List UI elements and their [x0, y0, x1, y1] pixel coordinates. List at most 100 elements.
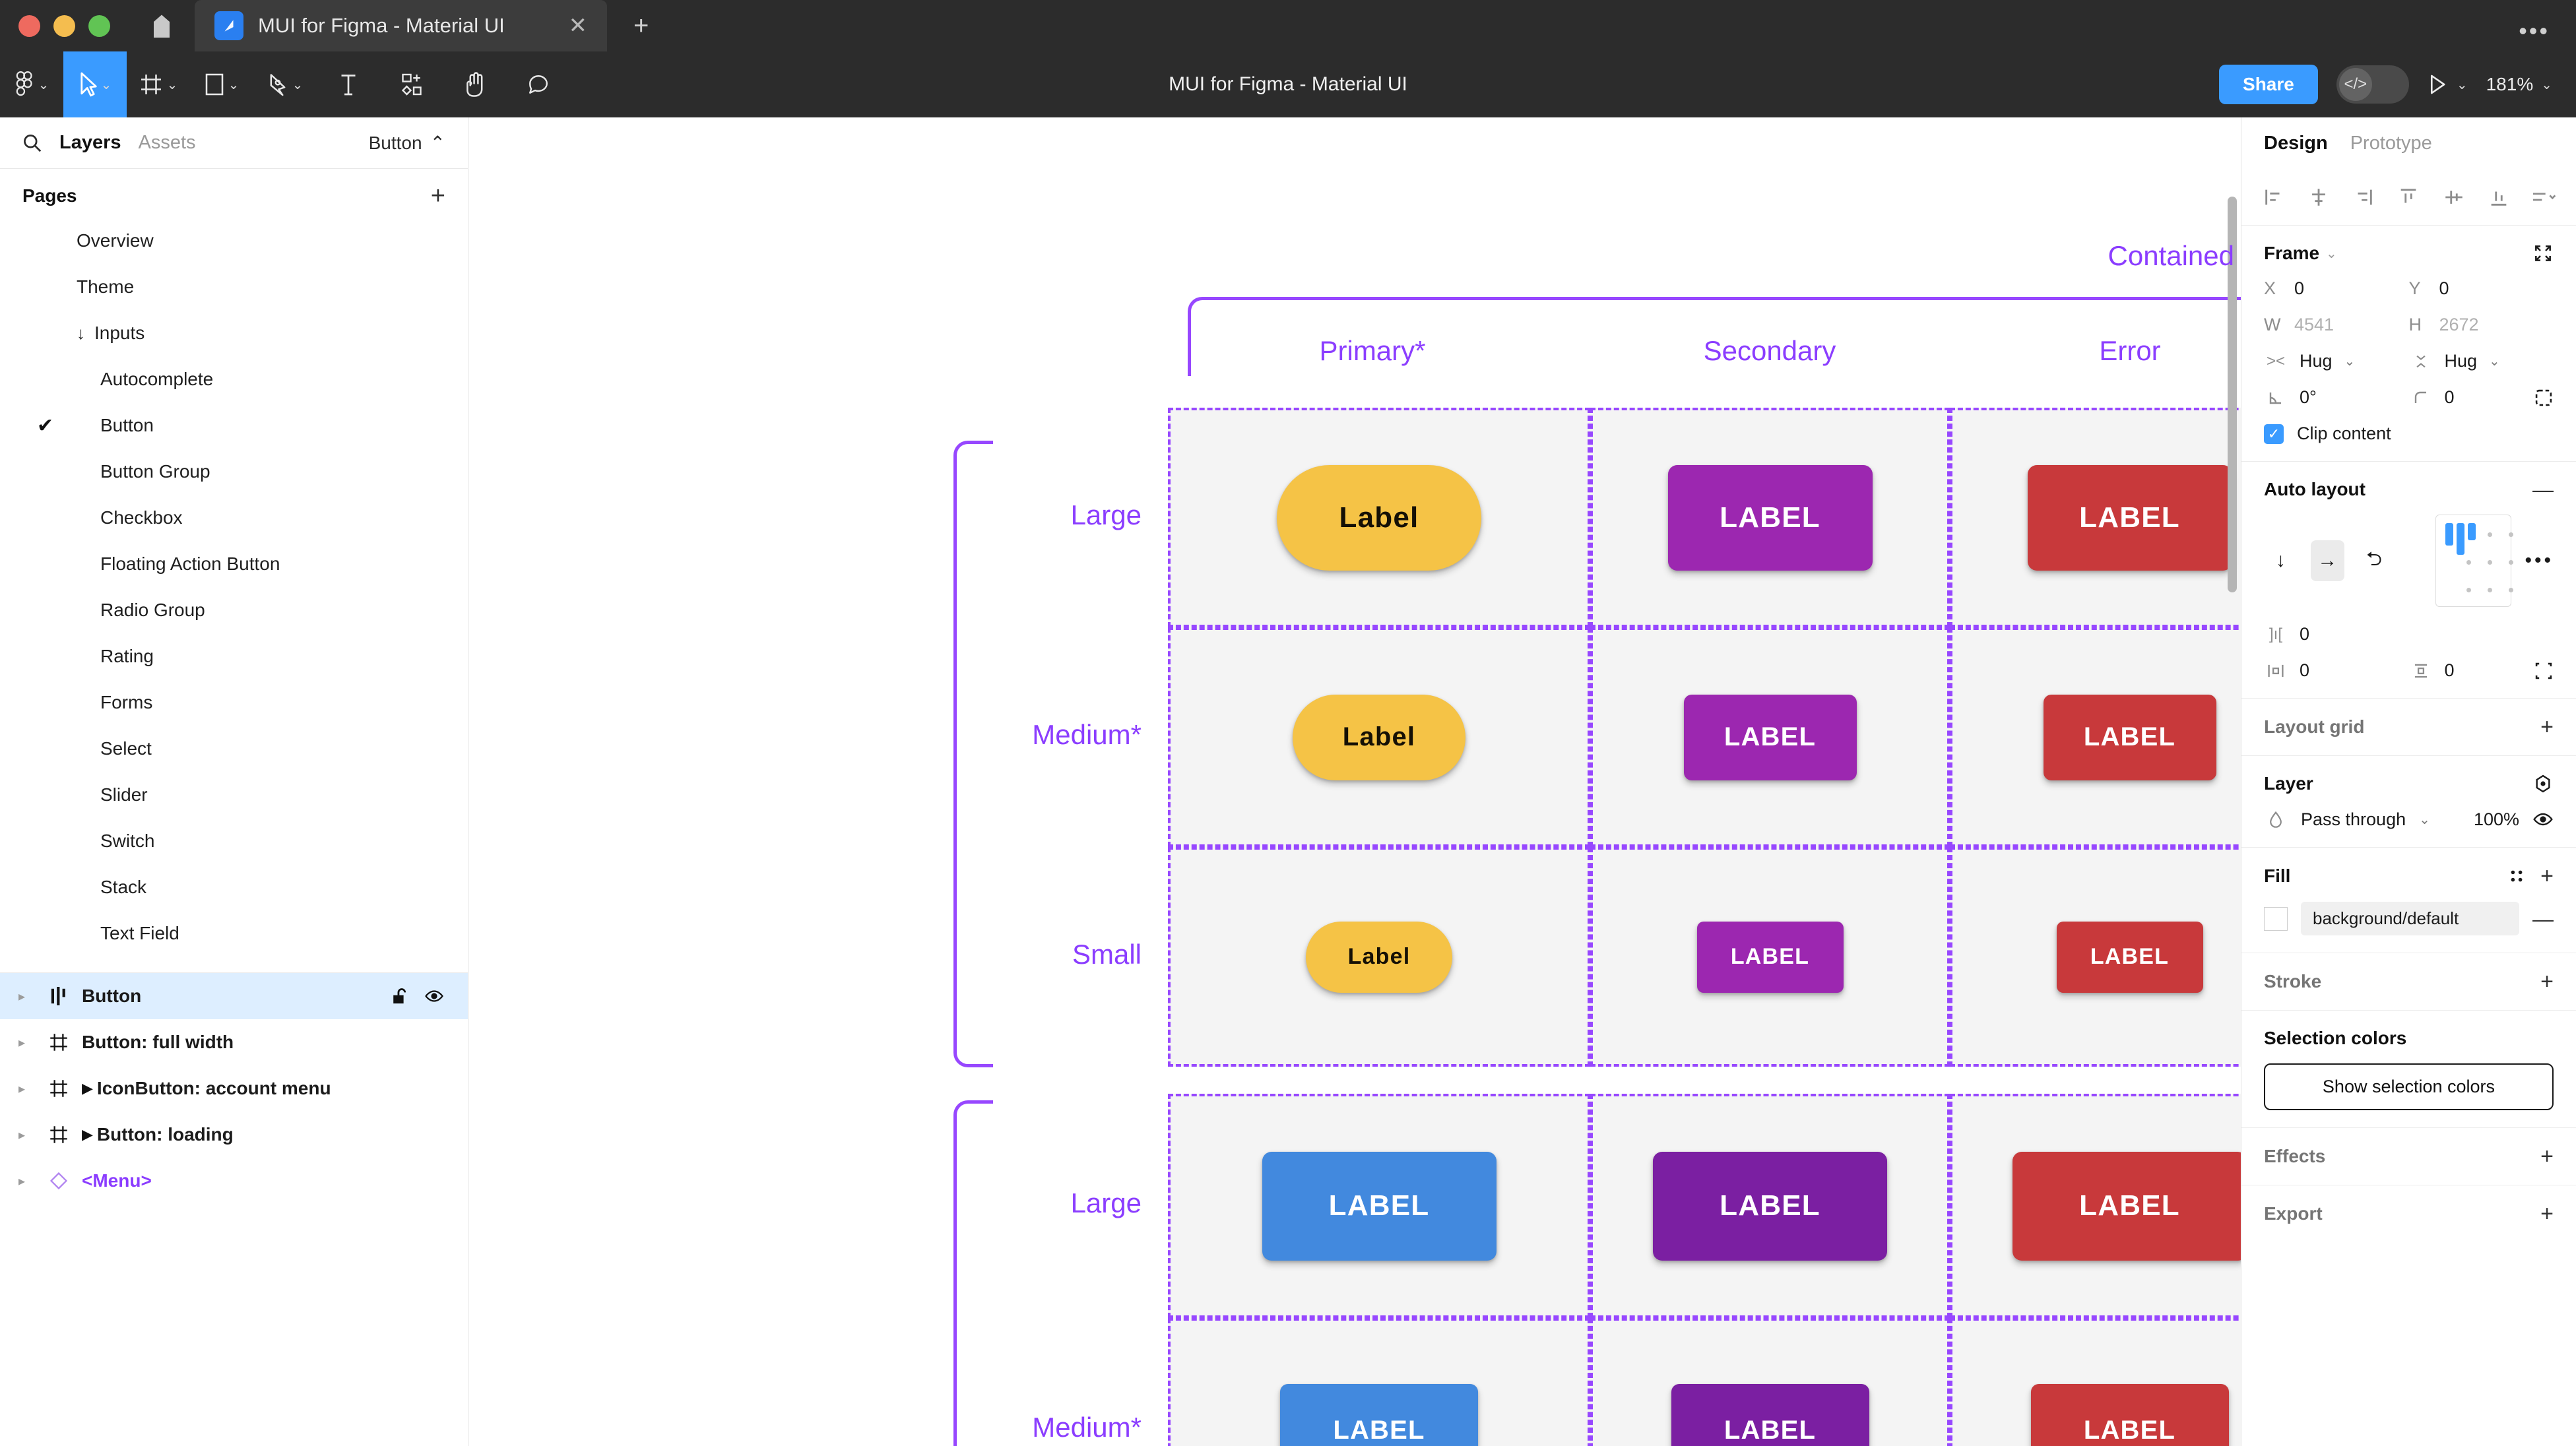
clip-content-row[interactable]: ✓ Clip content [2264, 424, 2554, 444]
y-field[interactable]: Y 0 [2409, 278, 2554, 299]
page-item-overview[interactable]: Overview [0, 218, 468, 264]
page-item-rating[interactable]: Rating [0, 633, 468, 679]
expand-layer-icon[interactable]: ▸ [18, 1081, 26, 1096]
home-button[interactable] [129, 0, 195, 51]
page-item-button-group[interactable]: Button Group [0, 449, 468, 495]
direction-wrap-button[interactable]: ⮌ [2366, 548, 2382, 570]
design-canvas[interactable]: Contained Primary*SecondaryErrorWarning … [468, 117, 2241, 1446]
padding-vertical-field[interactable]: 0 [2409, 660, 2554, 681]
mui-button[interactable]: LABEL [1671, 1384, 1869, 1446]
tab-design[interactable]: Design [2264, 132, 2328, 154]
opacity-value[interactable]: 100% [2473, 809, 2519, 829]
figma-menu-icon[interactable]: ⌄ [0, 51, 63, 117]
fill-token-name[interactable]: background/default [2301, 902, 2519, 935]
page-item-slider[interactable]: Slider [0, 772, 468, 818]
blend-mode-value[interactable]: Pass through [2301, 809, 2406, 829]
page-item-theme[interactable]: Theme [0, 264, 468, 310]
new-tab-button[interactable]: + [633, 11, 649, 40]
width-mode-field[interactable]: >< Hug ⌄ [2264, 351, 2409, 371]
mui-button[interactable]: Label [1306, 921, 1452, 993]
layer-row[interactable]: ▸Button [0, 973, 468, 1019]
show-selection-colors-button[interactable]: Show selection colors [2264, 1063, 2554, 1110]
align-top-icon[interactable] [2393, 182, 2424, 212]
fill-styles-icon[interactable] [2507, 867, 2526, 885]
unlock-icon[interactable] [391, 987, 408, 1005]
layer-row[interactable]: ▸▶IconButton: account menu [0, 1065, 468, 1112]
align-vertical-center-icon[interactable] [2439, 182, 2469, 212]
mui-button[interactable]: Label [1277, 464, 1481, 571]
minimize-window-button[interactable] [53, 15, 75, 37]
mui-button[interactable]: LABEL [1683, 694, 1857, 780]
chevron-down-icon[interactable]: ⌄ [2489, 354, 2500, 369]
add-page-button[interactable]: + [430, 182, 445, 210]
tab-layers[interactable]: Layers [59, 132, 121, 153]
align-right-icon[interactable] [2348, 182, 2379, 212]
individual-padding-icon[interactable] [2534, 661, 2554, 681]
chevron-down-icon[interactable]: ⌄ [2326, 246, 2337, 261]
page-item-stack[interactable]: Stack [0, 864, 468, 910]
height-field[interactable]: H 2672 [2409, 315, 2554, 335]
mui-button[interactable]: LABEL [1696, 921, 1844, 993]
comment-tool-icon[interactable] [507, 51, 570, 117]
expand-layer-icon[interactable]: ▸ [18, 989, 26, 1004]
independent-corners-icon[interactable] [2534, 388, 2554, 408]
page-item-inputs[interactable]: ↓Inputs [0, 310, 468, 356]
auto-layout-more-button[interactable]: ••• [2525, 550, 2554, 571]
mui-button[interactable]: LABEL [2030, 1384, 2229, 1446]
page-item-switch[interactable]: Switch [0, 818, 468, 864]
tab-assets[interactable]: Assets [138, 132, 196, 153]
text-tool-icon[interactable] [317, 51, 380, 117]
alignment-grid[interactable] [2435, 515, 2514, 607]
visibility-icon[interactable] [424, 987, 444, 1005]
mui-button[interactable]: LABEL [2043, 694, 2216, 780]
add-export-button[interactable]: + [2540, 1201, 2554, 1226]
shape-tool-icon[interactable]: ⌄ [190, 51, 253, 117]
direction-vertical-button[interactable]: ↓ [2275, 550, 2286, 571]
distribute-icon[interactable] [2528, 182, 2559, 212]
corner-radius-field[interactable]: 0 [2409, 387, 2554, 408]
remove-auto-layout-button[interactable]: — [2532, 478, 2554, 501]
maximize-window-button[interactable] [88, 15, 110, 37]
page-item-text-field[interactable]: Text Field [0, 910, 468, 957]
expand-layer-icon[interactable]: ▸ [18, 1174, 26, 1189]
fill-color-swatch[interactable] [2264, 906, 2288, 931]
remove-fill-button[interactable]: — [2532, 906, 2554, 931]
add-layout-grid-button[interactable]: + [2540, 714, 2554, 739]
hand-tool-icon[interactable] [443, 51, 507, 117]
resize-to-fit-icon[interactable] [2532, 243, 2554, 264]
add-effect-button[interactable]: + [2540, 1144, 2554, 1169]
add-stroke-button[interactable]: + [2540, 969, 2554, 994]
layer-row[interactable]: ▸Button: full width [0, 1019, 468, 1065]
tab-prototype[interactable]: Prototype [2350, 132, 2432, 154]
rotation-field[interactable]: 0° [2264, 387, 2409, 408]
window-menu-icon[interactable]: ••• [2519, 17, 2550, 44]
layer-row[interactable]: ▸▶Button: loading [0, 1112, 468, 1158]
mui-button[interactable]: LABEL [1667, 464, 1873, 571]
page-item-select[interactable]: Select [0, 726, 468, 772]
page-item-radio-group[interactable]: Radio Group [0, 587, 468, 633]
mui-button[interactable]: LABEL [1280, 1384, 1478, 1446]
align-left-icon[interactable] [2259, 182, 2289, 212]
x-field[interactable]: X 0 [2264, 278, 2409, 299]
zoom-level-selector[interactable]: 181% ⌄ [2486, 74, 2552, 95]
mui-button[interactable]: LABEL [2056, 921, 2203, 993]
direction-horizontal-button[interactable]: → [2310, 540, 2344, 581]
mui-button[interactable]: LABEL [1262, 1151, 1497, 1261]
align-bottom-icon[interactable] [2484, 182, 2514, 212]
page-item-autocomplete[interactable]: Autocomplete [0, 356, 468, 402]
gap-field[interactable]: ]ı[ 0 [2264, 624, 2554, 644]
chevron-down-icon[interactable]: ⌄ [2344, 354, 2356, 369]
chevron-down-icon[interactable]: ⌄ [2419, 812, 2430, 827]
expand-layer-icon[interactable]: ▸ [18, 1035, 26, 1050]
close-tab-button[interactable]: ✕ [568, 13, 588, 38]
mui-button[interactable]: LABEL [1653, 1151, 1887, 1261]
page-item-button[interactable]: ✔Button [0, 402, 468, 449]
clip-content-checkbox[interactable]: ✓ [2264, 424, 2284, 444]
present-button[interactable]: ⌄ [2428, 74, 2468, 95]
browser-tab[interactable]: MUI for Figma - Material UI ✕ [195, 0, 607, 51]
mui-button[interactable]: Label [1293, 694, 1465, 780]
page-item-forms[interactable]: Forms [0, 679, 468, 726]
page-item-checkbox[interactable]: Checkbox [0, 495, 468, 541]
close-window-button[interactable] [18, 15, 40, 37]
breadcrumb[interactable]: Button ⌃ [369, 132, 445, 154]
